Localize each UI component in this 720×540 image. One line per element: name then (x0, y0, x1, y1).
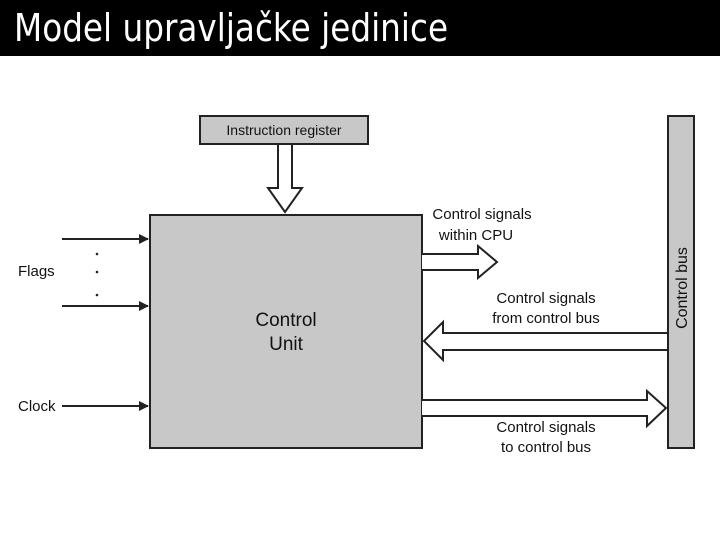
from-bus-arrow (422, 319, 667, 363)
control-bus-label: Control bus (674, 247, 691, 329)
flags-label: Flags (18, 263, 55, 280)
from-bus-label-line1: Control signals (496, 290, 595, 307)
flag-dot (95, 270, 99, 274)
to-bus-label-line2: to control bus (501, 439, 591, 456)
to-bus-label-line1: Control signals (496, 419, 595, 436)
control-unit-box (149, 214, 423, 449)
within-cpu-label-line1: Control signals (432, 206, 531, 223)
within-cpu-label-line2: within CPU (438, 227, 513, 244)
flag-dot (95, 293, 99, 297)
ir-to-cu-arrow (266, 143, 304, 214)
control-unit-label-line2: Unit (269, 334, 304, 355)
instruction-register-label: Instruction register (226, 122, 341, 138)
flag-dot (95, 252, 99, 256)
control-bus-bar (667, 115, 695, 449)
from-bus-label-line2: from control bus (492, 310, 600, 327)
title-bar: Model upravljačke jedinice (0, 0, 720, 56)
control-unit-label-line1: Control (255, 310, 316, 331)
to-bus-arrow (422, 388, 668, 429)
clock-label: Clock (18, 398, 56, 415)
slide-title: Model upravljačke jedinice (14, 6, 449, 50)
within-cpu-arrow (422, 243, 499, 281)
